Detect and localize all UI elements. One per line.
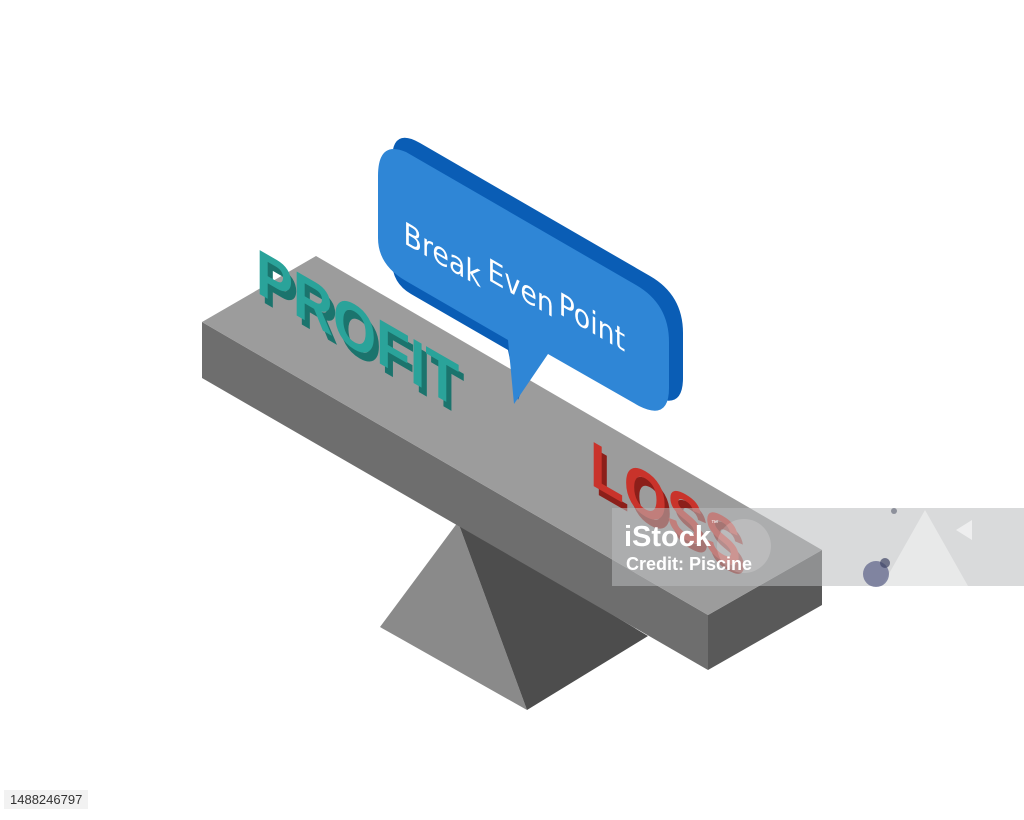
beam-front-face <box>202 322 708 670</box>
fulcrum-left-face <box>380 522 527 710</box>
watermark-sphere-large <box>863 561 889 587</box>
istock-logo: iStock <box>624 521 712 553</box>
speech-bubble-face <box>378 149 669 411</box>
speech-bubble: Break Even Point <box>378 137 683 411</box>
watermark-dot <box>891 508 897 514</box>
watermark: iStock ™ Credit: Piscine <box>612 508 1024 587</box>
watermark-lens-circle <box>717 519 771 573</box>
fulcrum-right-face <box>458 522 648 710</box>
watermark-sphere-small <box>880 558 890 568</box>
credit-line: Credit: Piscine <box>626 554 752 574</box>
watermark-arrow-shape <box>956 520 972 540</box>
image-id-label: 1488246797 <box>4 790 89 809</box>
istock-logo-text: iStock <box>624 521 712 553</box>
watermark-band <box>612 508 1024 586</box>
istock-trademark: ™ <box>711 520 718 527</box>
watermark-triangle-shape <box>882 510 968 586</box>
fulcrum <box>380 522 648 710</box>
